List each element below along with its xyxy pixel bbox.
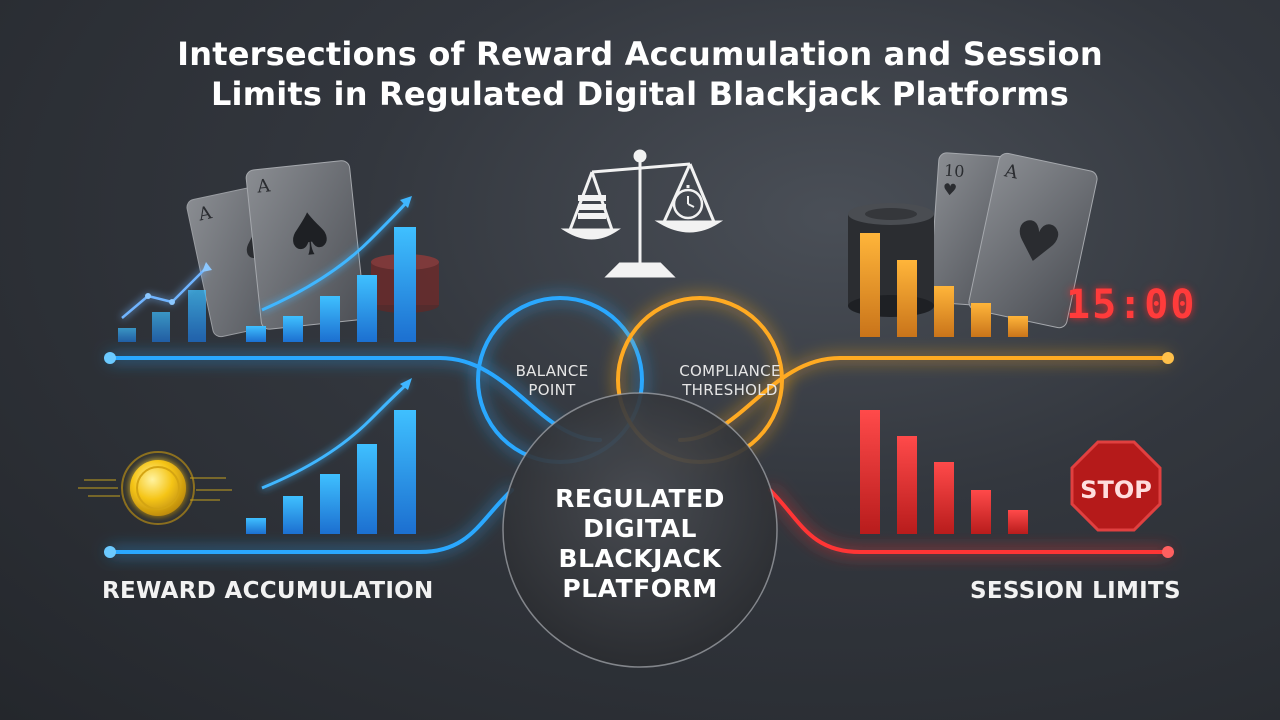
- svg-text:♠: ♠: [280, 198, 339, 271]
- trend-arrow-icon: [400, 196, 412, 208]
- balance-point-line-1: BALANCE: [515, 362, 589, 380]
- reward-growth-chart-small: [118, 262, 212, 342]
- stopwatch-icon: [672, 185, 704, 220]
- center-line-1: REGULATED: [555, 484, 725, 513]
- right-playing-cards: 10 ♥ A ♥: [928, 152, 1098, 329]
- playing-card-icon: A ♠: [245, 160, 366, 330]
- reward-growth-chart-top: [246, 196, 416, 342]
- title-line-1: Intersections of Reward Accumulation and…: [177, 35, 1103, 73]
- balance-point-line-2: POINT: [528, 381, 576, 399]
- card-rank: A: [196, 202, 215, 226]
- center-line-3: BLACKJACK: [558, 544, 722, 573]
- balance-point-label: BALANCE POINT: [500, 362, 604, 400]
- session-decline-chart-top: [860, 233, 1028, 337]
- left-playing-cards: A ♠ A ♠: [186, 160, 366, 338]
- card-rank: 10: [943, 161, 965, 181]
- session-limits-label: SESSION LIMITS: [970, 578, 1181, 604]
- card-rank: A: [1002, 160, 1021, 184]
- svg-text:♥: ♥: [942, 180, 958, 200]
- compliance-line-2: THRESHOLD: [682, 381, 778, 399]
- coin-icon: [78, 451, 232, 525]
- session-timer: 15:00: [1066, 282, 1197, 328]
- platform-center-label: REGULATED DIGITAL BLACKJACK PLATFORM: [512, 484, 768, 604]
- reward-growth-chart-bottom: [246, 378, 416, 534]
- trend-arrow-icon: [400, 378, 412, 390]
- center-line-4: PLATFORM: [562, 574, 718, 603]
- stop-sign-icon: STOP: [1070, 440, 1162, 532]
- stop-sign-text: STOP: [1080, 476, 1152, 504]
- session-decline-chart-bottom: [860, 410, 1028, 534]
- compliance-line-1: COMPLIANCE: [679, 362, 781, 380]
- playing-card-icon: A ♥: [968, 152, 1098, 329]
- title-line-2: Limits in Regulated Digital Blackjack Pl…: [210, 75, 1070, 113]
- compliance-threshold-label: COMPLIANCE THRESHOLD: [660, 362, 800, 400]
- reward-accumulation-label: REWARD ACCUMULATION: [102, 578, 434, 604]
- platform-center-circle: [502, 392, 778, 668]
- page-title: Intersections of Reward Accumulation and…: [0, 34, 1280, 114]
- scale-icon: [560, 149, 724, 278]
- center-line-2: DIGITAL: [583, 514, 697, 543]
- card-rank: A: [255, 175, 272, 197]
